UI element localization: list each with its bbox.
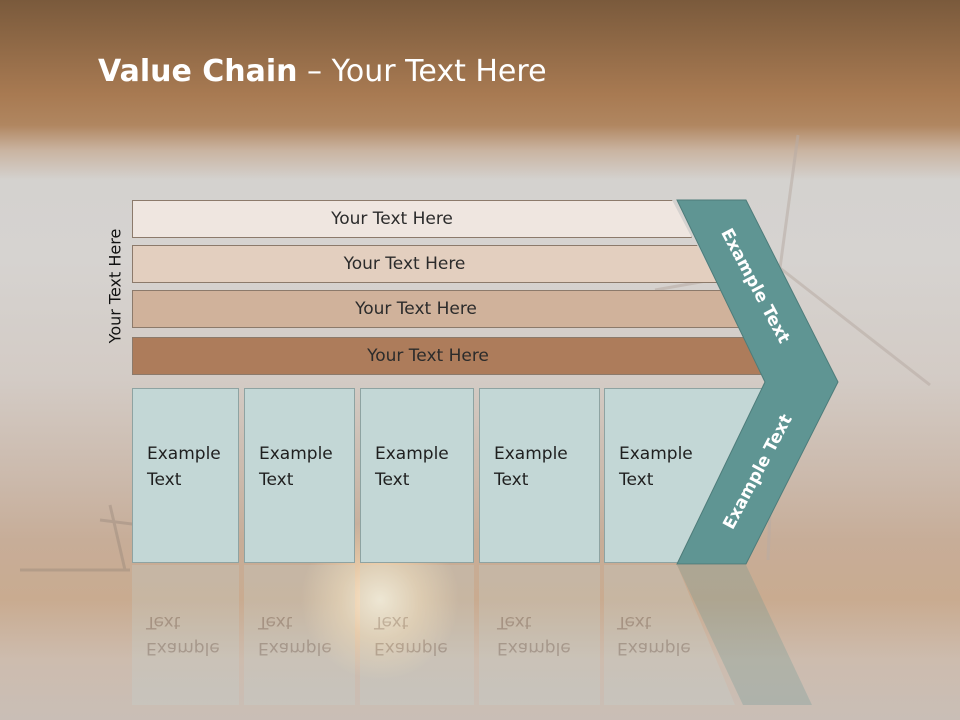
reflect-3-l1: Example xyxy=(374,638,448,658)
box-3: Example Text xyxy=(360,388,474,563)
reflection-text-3: Example xyxy=(374,635,448,661)
reflect-4-l2: Text xyxy=(497,612,532,632)
box-3-line2: Text xyxy=(375,470,410,490)
bar-1: Your Text Here xyxy=(132,200,692,238)
box-2-line2: Text xyxy=(259,470,294,490)
reflect-2-l2: Text xyxy=(258,612,293,632)
box-5-line1: Example xyxy=(619,444,693,464)
box-5-line2: Text xyxy=(619,470,654,490)
reflect-3-l2: Text xyxy=(374,612,409,632)
reflection-text-4: Example xyxy=(497,635,571,661)
reflection-text-6: Text xyxy=(146,609,180,635)
box-1: Example Text xyxy=(132,388,239,563)
reflection-text-9: Text xyxy=(497,609,531,635)
reflect-5-l1: Example xyxy=(617,638,691,658)
bar-2: Your Text Here xyxy=(132,245,717,283)
reflect-4-l1: Example xyxy=(497,638,571,658)
title-bold: Value Chain xyxy=(98,54,298,89)
box-1-line1: Example xyxy=(147,444,221,464)
reflection-text-2: Example xyxy=(258,635,332,661)
bar-4: Your Text Here xyxy=(132,337,764,375)
reflection-text-5: Example xyxy=(617,635,691,661)
reflection-text-8: Text xyxy=(374,609,408,635)
box-2-line1: Example xyxy=(259,444,333,464)
title-rest: – Your Text Here xyxy=(297,54,547,89)
reflection-shapes xyxy=(132,565,812,705)
box-4: Example Text xyxy=(479,388,600,563)
box-4-line1: Example xyxy=(494,444,568,464)
reflection-text-1: Example xyxy=(146,635,220,661)
reflection-text-7: Text xyxy=(258,609,292,635)
reflect-2-l1: Example xyxy=(258,638,332,658)
slide-title: Value Chain – Your Text Here xyxy=(98,54,547,89)
box-2: Example Text xyxy=(244,388,355,563)
bar-3: Your Text Here xyxy=(132,290,740,328)
reflect-5-l2: Text xyxy=(617,612,652,632)
box-1-line2: Text xyxy=(147,470,182,490)
reflect-1-l1: Example xyxy=(146,638,220,658)
box-3-line1: Example xyxy=(375,444,449,464)
box-4-line2: Text xyxy=(494,470,529,490)
reflection: Example Example Example Example Example … xyxy=(0,565,960,720)
reflection-text-10: Text xyxy=(617,609,651,635)
reflect-1-l2: Text xyxy=(146,612,181,632)
